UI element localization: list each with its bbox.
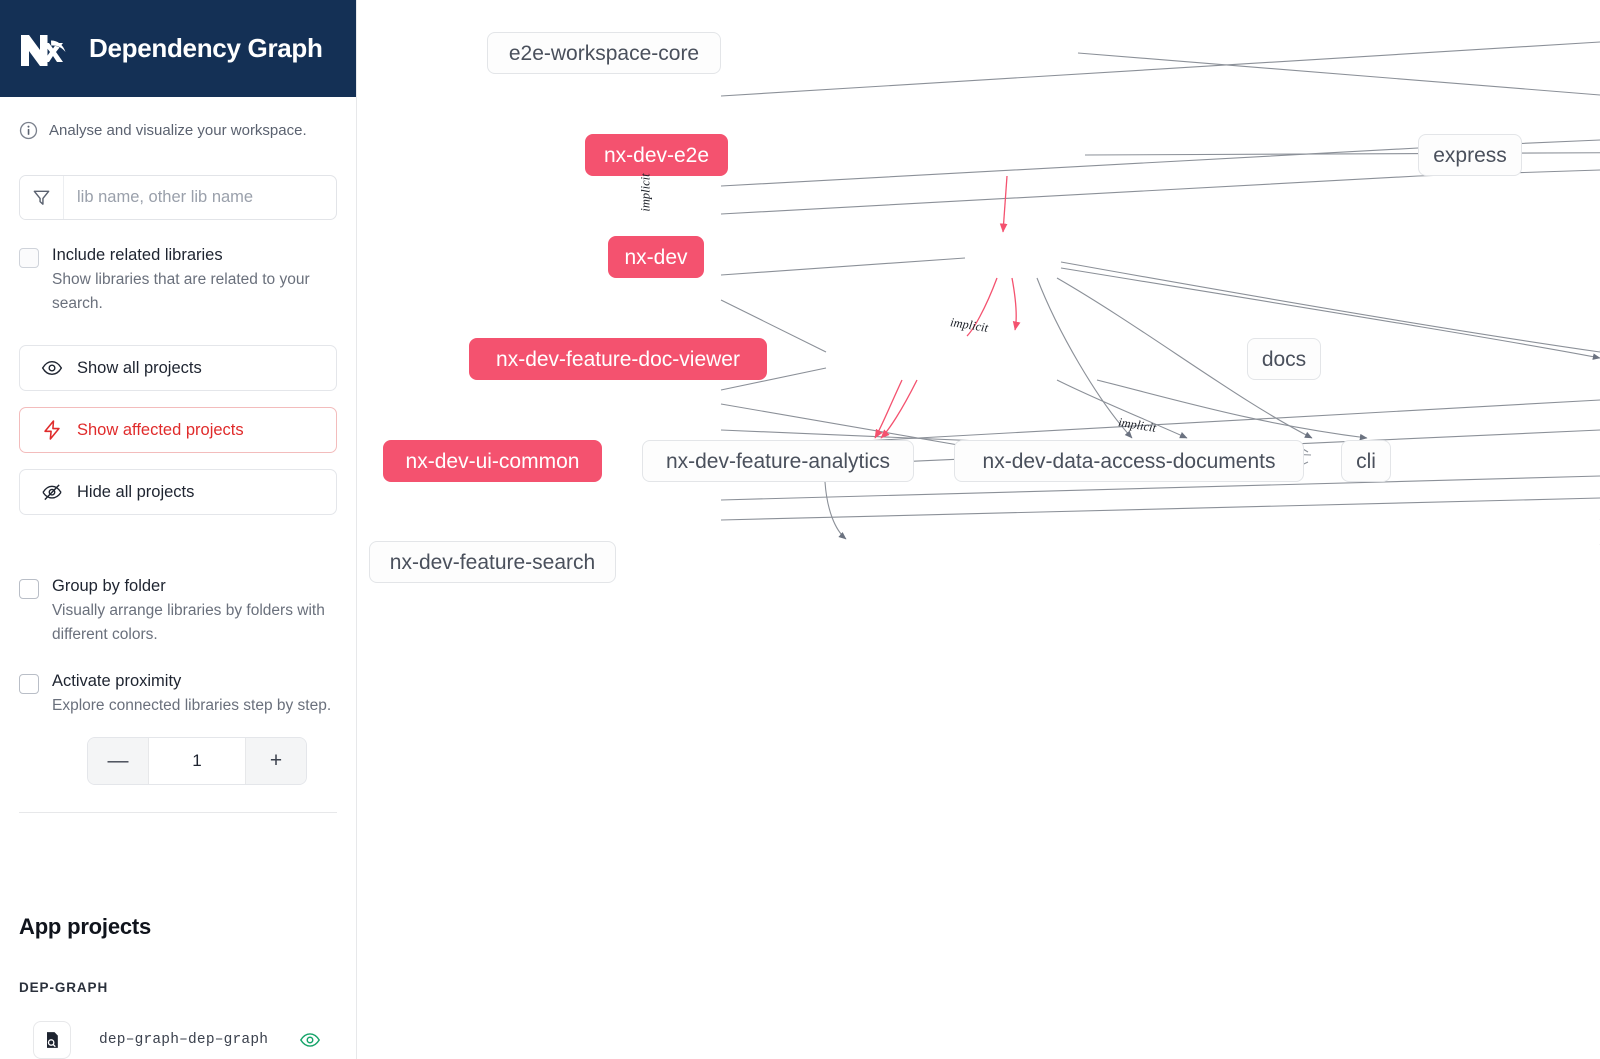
app-title: Dependency Graph	[89, 33, 323, 63]
show-all-projects-button[interactable]: Show all projects	[19, 345, 337, 392]
dependency-graph-canvas[interactable]: e2e-workspace-core nx-dev-e2e express nx-de…	[357, 0, 1600, 1059]
checkbox-label: Include related libraries	[52, 246, 223, 264]
project-list-item[interactable]: dep–graph–dep–graph	[19, 1021, 337, 1059]
proximity-value[interactable]: 1	[148, 737, 246, 784]
sidebar-divider	[19, 811, 337, 813]
graph-node-docs[interactable]: docs	[1247, 338, 1321, 380]
project-visibility-eye-icon[interactable]	[299, 1029, 321, 1051]
checkbox-activate-proximity[interactable]: Activate proximity Explore connected lib…	[19, 672, 337, 718]
checkbox-description: Explore connected libraries step by step…	[52, 697, 332, 715]
project-group-label: DEP-GRAPH	[19, 980, 109, 995]
app-project-icon	[33, 1021, 71, 1059]
checkbox-label: Group by folder	[52, 577, 166, 596]
filter-icon	[20, 176, 64, 219]
search-field[interactable]	[19, 175, 337, 220]
app-header: Dependency Graph	[0, 0, 356, 97]
visibility-button-group: Show all projects Show affected projects	[19, 345, 337, 516]
graph-node-nx-dev-ui-common[interactable]: nx-dev-ui-common	[383, 440, 602, 482]
eye-icon	[41, 357, 63, 379]
graph-node-nx-dev-e2e[interactable]: nx-dev-e2e	[585, 134, 728, 176]
app-projects-heading: App projects	[19, 914, 152, 939]
show-affected-projects-label: Show affected projects	[77, 420, 244, 439]
graph-node-express[interactable]: express	[1418, 134, 1522, 176]
lightning-icon	[41, 419, 63, 441]
nx-logo-icon	[18, 29, 68, 69]
projects-panel: App projects DEP-GRAPH dep–graph–dep–gra…	[0, 877, 356, 1059]
checkbox-box[interactable]	[19, 674, 39, 695]
checkbox-label: Activate proximity	[52, 672, 182, 691]
show-affected-projects-button[interactable]: Show affected projects	[19, 407, 337, 454]
hide-all-projects-button[interactable]: Hide all projects	[19, 469, 337, 516]
project-name: dep–graph–dep–graph	[99, 1032, 269, 1048]
proximity-increment-button[interactable]: +	[246, 737, 306, 784]
proximity-stepper[interactable]: — 1 +	[87, 736, 307, 785]
info-icon	[19, 121, 38, 140]
show-all-projects-label: Show all projects	[77, 358, 202, 377]
checkbox-box[interactable]	[19, 248, 39, 268]
graph-node-nx-dev-feature-doc-viewer[interactable]: nx-dev-feature-doc-viewer	[469, 338, 767, 380]
checkbox-box[interactable]	[19, 579, 39, 600]
graph-node-cli[interactable]: cli	[1341, 440, 1391, 482]
graph-node-nx-dev-feature-search[interactable]: nx-dev-feature-search	[369, 541, 616, 583]
checkbox-description: Visually arrange libraries by folders wi…	[52, 602, 325, 643]
graph-node-e2e-workspace-core[interactable]: e2e-workspace-core	[487, 32, 721, 74]
tagline-text: Analyse and visualize your workspace.	[49, 122, 307, 139]
checkbox-include-related-libraries[interactable]: Include related libraries Show libraries…	[19, 246, 337, 315]
sidebar: Dependency Graph Analyse and visualize y…	[0, 0, 357, 1059]
tagline: Analyse and visualize your workspace.	[19, 121, 337, 140]
graph-node-nx-dev-feature-analytics[interactable]: nx-dev-feature-analytics	[642, 440, 914, 482]
search-input[interactable]	[64, 176, 336, 219]
graph-node-nx-dev-data-access-documents[interactable]: nx-dev-data-access-documents	[954, 440, 1304, 482]
checkbox-group-by-folder[interactable]: Group by folder Visually arrange librari…	[19, 577, 337, 646]
proximity-decrement-button[interactable]: —	[88, 737, 148, 784]
eye-off-icon	[41, 481, 63, 503]
graph-node-nx-dev[interactable]: nx-dev	[608, 236, 704, 278]
graph-edges	[720, 41, 1600, 545]
edge-label-implicit-0: implicit	[638, 173, 653, 212]
hide-all-projects-label: Hide all projects	[77, 482, 195, 501]
checkbox-description: Show libraries that are related to your …	[52, 270, 310, 312]
